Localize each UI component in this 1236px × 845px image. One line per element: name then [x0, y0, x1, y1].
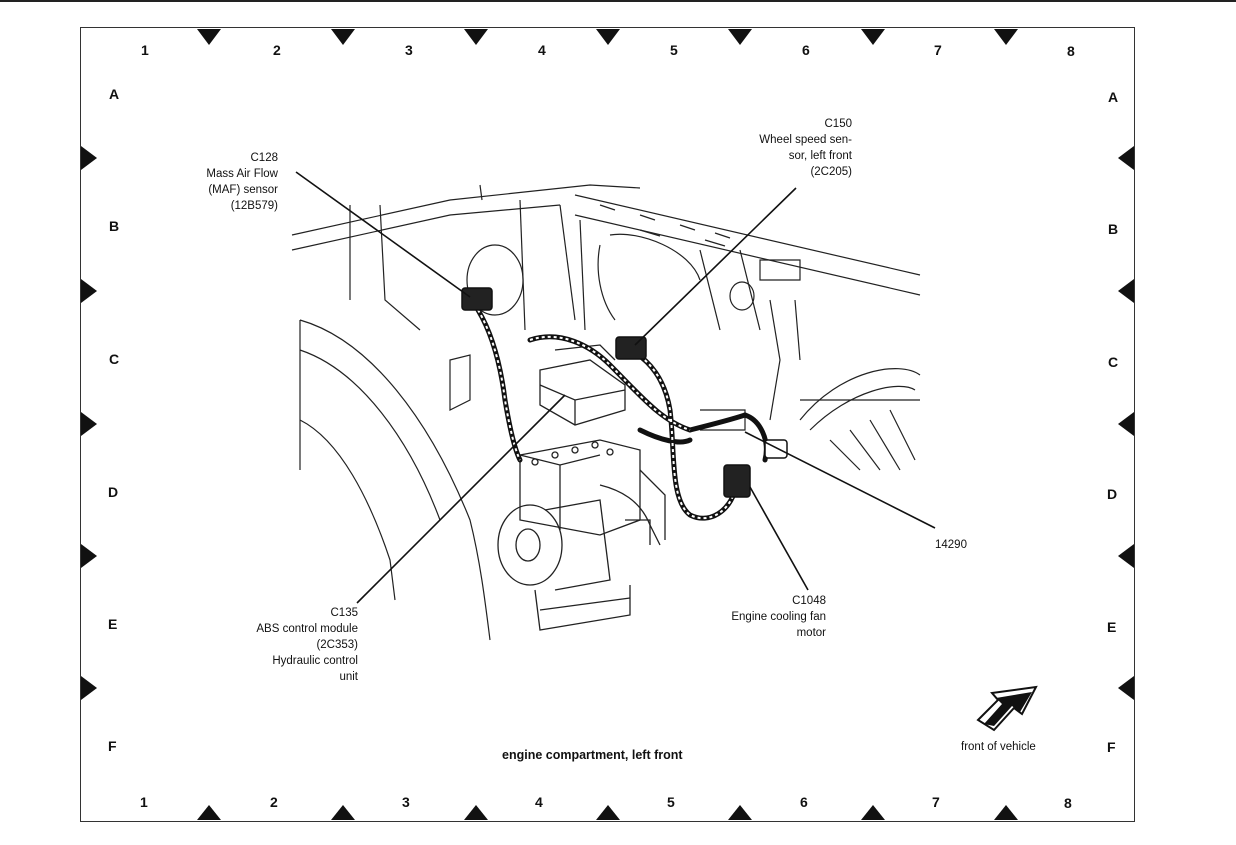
- grid-row-d-right: D: [1107, 486, 1118, 502]
- callout-14290: 14290: [935, 539, 967, 551]
- grid-col-1-bottom: 1: [140, 794, 148, 810]
- grid-col-7-bottom: 7: [932, 794, 940, 810]
- callout-c150-part: (2C205): [810, 166, 852, 178]
- callout-c135-line5: unit: [339, 671, 358, 683]
- grid-col-5-top: 5: [670, 42, 678, 58]
- grid-row-b-left: B: [109, 218, 120, 234]
- callout-c128-line2: Mass Air Flow: [206, 168, 278, 180]
- grid-row-f-right: F: [1107, 739, 1116, 755]
- front-of-vehicle-label: front of vehicle: [961, 741, 1036, 753]
- callout-c1048: C1048 Engine cooling fan motor: [705, 593, 826, 641]
- grid-row-f-left: F: [108, 738, 117, 754]
- callout-c135: C135 ABS control module (2C353) Hydrauli…: [228, 605, 358, 685]
- grid-col-1-top: 1: [141, 42, 149, 58]
- callout-c1048-line2: Engine cooling fan: [731, 611, 826, 623]
- grid-col-6-bottom: 6: [800, 794, 808, 810]
- callout-c1048-code: C1048: [792, 595, 826, 607]
- grid-col-7-top: 7: [934, 42, 942, 58]
- callout-c135-code: C135: [330, 607, 359, 619]
- grid-col-8-top: 8: [1067, 43, 1075, 59]
- grid-col-2-top: 2: [273, 42, 281, 58]
- callout-c135-line4: Hydraulic control: [272, 655, 358, 667]
- callout-c128-part: (12B579): [230, 200, 278, 212]
- leader-lines: [295, 171, 936, 604]
- callout-c135-line2: ABS control module: [256, 623, 358, 635]
- callout-c128-code: C128: [250, 152, 279, 164]
- callout-c150-line2: Wheel speed sen-: [759, 134, 852, 146]
- grid-row-a-right: A: [1108, 89, 1119, 105]
- grid-row-a-left: A: [109, 86, 120, 102]
- grid-row-c-right: C: [1108, 354, 1119, 370]
- grid-col-4-top: 4: [538, 42, 546, 58]
- grid-row-b-right: B: [1108, 221, 1119, 237]
- callout-c128: C128 Mass Air Flow (MAF) sensor (12B579): [178, 150, 278, 214]
- grid-col-2-bottom: 2: [270, 794, 278, 810]
- abs-hydraulic-unit: [497, 439, 666, 631]
- grid-row-c-left: C: [109, 351, 120, 367]
- abs-control-module: [539, 344, 626, 426]
- grid-row-d-left: D: [108, 484, 119, 500]
- frame-edge-markers: [81, 29, 1134, 820]
- grid-col-6-top: 6: [802, 42, 810, 58]
- diagram-frame: [80, 27, 1135, 822]
- top-rule: [0, 0, 1236, 2]
- grid-col-4-bottom: 4: [535, 794, 543, 810]
- grid-col-8-bottom: 8: [1064, 795, 1072, 811]
- grid-col-3-top: 3: [405, 42, 413, 58]
- grid-col-5-bottom: 5: [667, 794, 675, 810]
- grid-row-e-right: E: [1107, 619, 1117, 635]
- grid-row-e-left: E: [108, 616, 118, 632]
- callout-c150-code: C150: [824, 118, 853, 130]
- callout-c150-line3: sor, left front: [788, 150, 852, 162]
- callout-c150: C150 Wheel speed sen- sor, left front (2…: [720, 116, 852, 180]
- diagram-caption: engine compartment, left front: [502, 748, 683, 762]
- front-of-vehicle-arrow-icon: [976, 685, 1038, 732]
- harness-tape: [477, 309, 736, 520]
- callout-c135-part: (2C353): [316, 639, 358, 651]
- callout-c128-line3: (MAF) sensor: [208, 184, 278, 196]
- grid-col-3-bottom: 3: [402, 794, 410, 810]
- body-structure: [291, 184, 921, 641]
- callout-c1048-line3: motor: [796, 627, 826, 639]
